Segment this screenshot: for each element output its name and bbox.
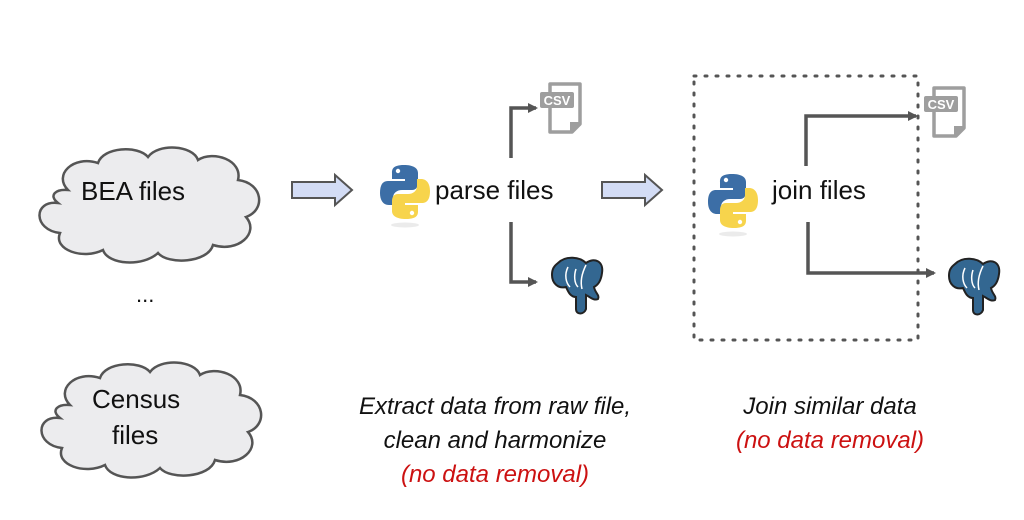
block-arrow-1 (291, 172, 354, 208)
join-files-label: join files (772, 175, 866, 205)
bea-files-label: BEA files (81, 176, 186, 206)
join-step-boundary (692, 74, 920, 342)
join-caption-line1: Join similar data (743, 393, 917, 420)
parse-caption: Extract data from raw file, clean and ha… (310, 390, 680, 492)
parse-to-pg-connector (509, 222, 538, 287)
parse-caption-note: (no data removal) (400, 461, 590, 488)
census-files-label-line2: files (112, 420, 159, 450)
join-to-pg-connector (806, 222, 936, 278)
postgresql-icon (948, 257, 1001, 316)
parse-files-label: parse files (435, 175, 554, 205)
join-caption: Join similar data (no data removal) (690, 390, 970, 458)
join-caption-note: (no data removal) (735, 427, 925, 454)
join-to-csv-connector (804, 111, 918, 166)
python-icon (380, 165, 430, 228)
python-icon (708, 174, 758, 237)
csv-file-icon (922, 86, 966, 138)
block-arrow-2 (601, 172, 664, 208)
csv-file-icon (538, 82, 582, 134)
postgresql-icon (551, 256, 604, 315)
ellipsis: ... (136, 282, 155, 307)
parse-caption-line2: clean and harmonize (383, 427, 607, 454)
census-files-label-line1: Census (92, 384, 181, 414)
parse-caption-line1: Extract data from raw file, (358, 393, 632, 420)
parse-to-csv-connector (509, 103, 538, 158)
